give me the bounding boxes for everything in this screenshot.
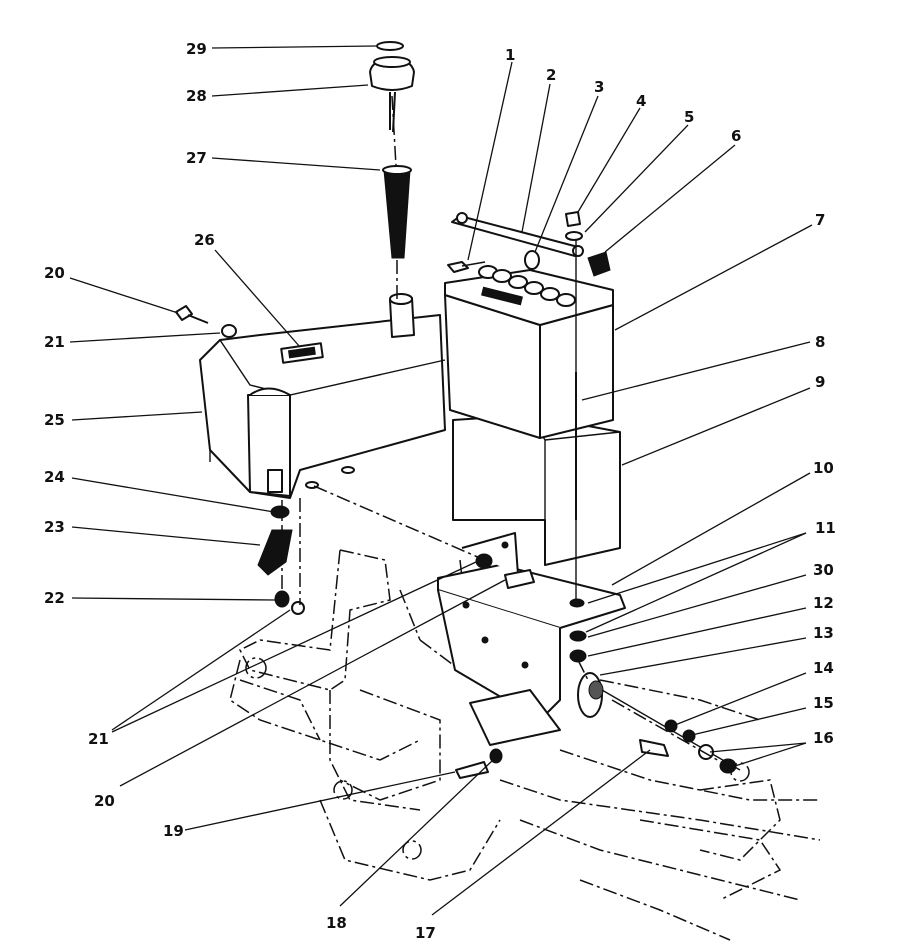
callout-labels: 29 28 27 26 20 21 25 24 23 22 21 20 19 1… (44, 40, 836, 942)
leader-lines (69, 45, 813, 916)
assembly-lines (281, 95, 736, 771)
screw-part-20 (175, 305, 209, 324)
callout-17: 17 (415, 924, 436, 942)
washer-part-18 (489, 748, 503, 764)
fuel-tank (199, 293, 446, 499)
bushing-part-22 (274, 590, 290, 608)
washer-part-21 (221, 324, 237, 338)
callout-29: 29 (186, 40, 207, 58)
callout-6: 6 (731, 127, 741, 145)
bolt-part-19 (455, 761, 489, 779)
callout-1: 1 (505, 46, 515, 64)
nut-part-4 (565, 211, 581, 227)
cap-gasket (376, 41, 404, 51)
washer-part-30 (569, 630, 587, 642)
fuel-line (257, 529, 293, 576)
callout-20-top: 20 (44, 264, 65, 282)
callout-12: 12 (813, 594, 834, 612)
washer-part-11 (569, 598, 585, 608)
washer-part-21-lower (291, 601, 305, 615)
callout-7: 7 (815, 211, 825, 229)
battery-cell-caps (478, 265, 576, 307)
callout-8: 8 (815, 333, 825, 351)
callout-10: 10 (813, 459, 834, 477)
callout-16: 16 (813, 729, 834, 747)
callout-15: 15 (813, 694, 834, 712)
callout-14: 14 (813, 659, 834, 677)
battery (444, 265, 614, 439)
callout-28: 28 (186, 87, 207, 105)
callout-30: 30 (813, 561, 834, 579)
washer-part-3 (524, 250, 540, 270)
callout-11: 11 (815, 519, 836, 537)
battery-mounting-bracket (437, 532, 626, 746)
callout-24: 24 (44, 468, 65, 486)
callout-3: 3 (594, 78, 604, 96)
callout-4: 4 (636, 92, 646, 110)
terminal-boot-part-6 (587, 251, 611, 277)
callout-25: 25 (44, 411, 65, 429)
callout-20-bottom: 20 (94, 792, 115, 810)
nut-part-12 (569, 649, 587, 663)
callout-23: 23 (44, 518, 65, 536)
callout-26: 26 (194, 231, 215, 249)
callout-18: 18 (326, 914, 347, 932)
callout-22: 22 (44, 589, 65, 607)
bolt-part-1 (447, 261, 486, 273)
washer-part-5 (565, 231, 583, 241)
filler-neck (382, 165, 412, 259)
callout-21-top: 21 (44, 333, 65, 351)
fuel-cap (369, 56, 415, 133)
hold-down-strap (451, 212, 584, 257)
callout-27: 27 (186, 149, 207, 167)
callout-19: 19 (163, 822, 184, 840)
switch-assembly (577, 672, 741, 774)
callout-9: 9 (815, 373, 825, 391)
callout-13: 13 (813, 624, 834, 642)
callout-2: 2 (546, 66, 556, 84)
callout-5: 5 (684, 108, 694, 126)
callout-21-bottom: 21 (88, 730, 109, 748)
